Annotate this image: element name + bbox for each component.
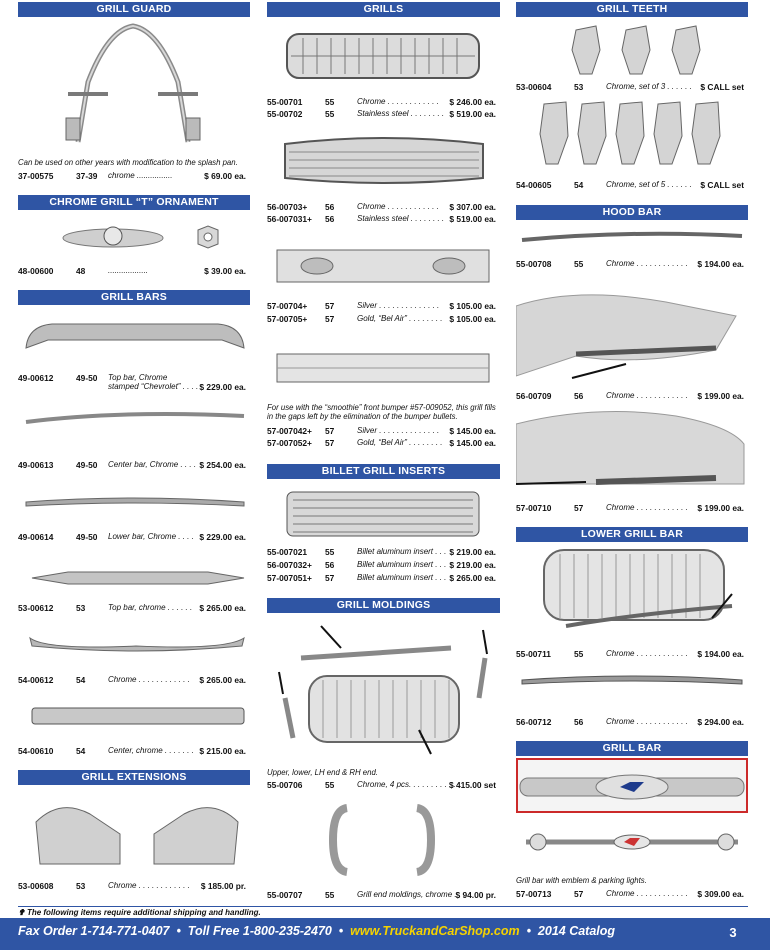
section-header-moldings: GRILL MOLDINGS	[267, 598, 500, 613]
fax-order: Fax Order 1-714-771-0407	[18, 924, 170, 938]
grill-bar-image	[25, 497, 245, 507]
section-header-hood-bar: HOOD BAR	[516, 205, 748, 220]
section-header-grills: GRILLS	[267, 2, 500, 17]
hood-bar-image	[521, 231, 743, 242]
part-row-cont: stamped “Chevrolet” . . . .$ 229.00 ea.	[108, 382, 246, 392]
moldings-note: Upper, lower, LH end & RH end.	[267, 768, 378, 777]
shipping-note: ✟ The following items require additional…	[18, 908, 261, 917]
section-header-grill-extensions: GRILL EXTENSIONS	[18, 770, 250, 785]
shipping-note-text: The following items require additional s…	[26, 908, 261, 917]
grill-bar-note: Grill bar with emblem & parking lights.	[516, 876, 647, 885]
section-header-grill-bars: GRILL BARS	[18, 290, 250, 305]
section-header-lower-grill-bar: LOWER GRILL BAR	[516, 527, 748, 542]
catalog-year: 2014 Catalog	[537, 924, 616, 938]
grill-bar-image	[29, 636, 245, 652]
column-1: GRILL GUARD Can be used on other years w…	[18, 0, 250, 900]
section-header-grill-teeth: GRILL TEETH	[516, 2, 748, 17]
cross-icon: ✟	[18, 908, 25, 917]
lower-grill-bar-image	[543, 549, 733, 628]
website-link[interactable]: www.TruckandCarShop.com	[350, 924, 520, 938]
grill-image	[276, 353, 490, 383]
grill-guard-image	[65, 23, 201, 143]
footer-bar	[0, 918, 770, 950]
page-number: 3	[718, 920, 748, 946]
hood-image	[516, 294, 737, 379]
grill-bar-closeup-image	[516, 758, 748, 813]
grill-extensions-image	[35, 807, 239, 865]
grill-bar-image	[31, 707, 245, 725]
grill-bar-image	[526, 833, 738, 851]
hood-image	[516, 411, 745, 485]
footer-contact: Fax Order 1-714-771-0407 • Toll Free 1-8…	[18, 924, 615, 938]
grill-image	[276, 249, 490, 283]
section-header-grill-guard: GRILL GUARD	[18, 2, 250, 17]
lower-grill-bar-image	[521, 675, 743, 685]
grill-guard-note: Can be used on other years with modifica…	[18, 158, 238, 167]
footer-rule	[18, 906, 748, 907]
grill-bar-image	[25, 323, 245, 349]
grill-teeth-image	[571, 25, 701, 75]
t-ornament-image	[62, 225, 219, 249]
section-header-grill-bar: GRILL BAR	[516, 741, 748, 756]
bullet-icon: •	[523, 924, 535, 938]
grill-bar-image	[31, 571, 245, 585]
grill-image	[286, 33, 480, 79]
grill-image	[284, 137, 484, 184]
bullet-icon: •	[335, 924, 347, 938]
grill-moldings-image	[278, 625, 488, 755]
grills-note: For use with the “smoothie” front bumper…	[267, 403, 496, 421]
grill-bar-image	[25, 412, 245, 424]
grill-end-moldings-image	[328, 804, 436, 876]
bullet-icon: •	[172, 924, 185, 938]
grill-teeth-image	[539, 101, 721, 165]
toll-free: Toll Free 1-800-235-2470	[187, 924, 332, 938]
section-header-t-ornament: CHROME GRILL “T” ORNAMENT	[18, 195, 250, 210]
section-header-billet: BILLET GRILL INSERTS	[267, 464, 500, 479]
billet-insert-image	[286, 491, 480, 537]
